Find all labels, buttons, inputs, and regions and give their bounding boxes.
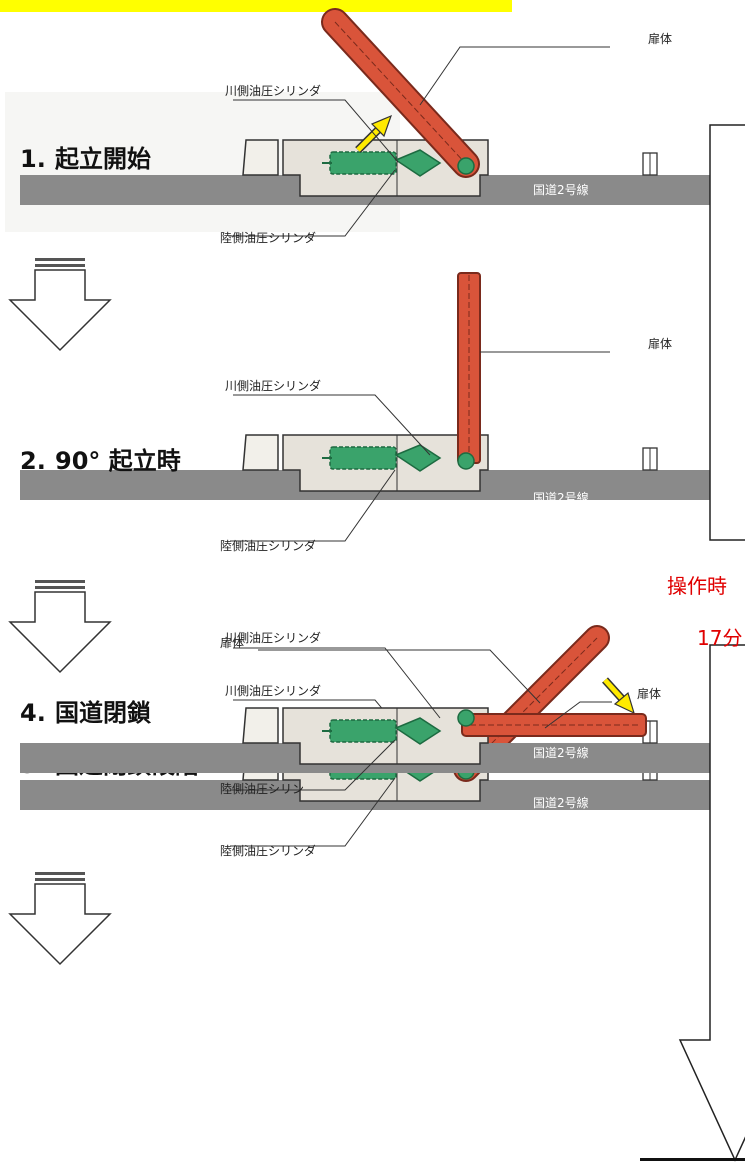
down-arrow-icon [8,258,112,352]
river-cylinder-label: 川側油圧シリンダ [225,378,321,393]
road-label: 国道2号線 [533,182,589,197]
river-cylinder-label: 川側油圧シリンダ [225,630,321,645]
land-cylinder-label: 陸側油圧シリンダ [220,538,316,553]
river-cylinder-label: 川側油圧シリンダ [225,683,321,698]
road-label: 国道2号線 [533,745,589,760]
down-arrow-icon [8,872,112,966]
step-1-number: 1. [20,145,46,173]
river-cylinder-label: 川側油圧シリンダ [225,83,321,98]
road-label: 国道2号線 [533,490,589,505]
bottom-line [640,1158,745,1161]
step-2-diagram: 扉体 川側油圧シリンダ 陸側油圧シリンダ 国道2号線 2. 90° 起立時 [19,272,745,553]
time-arrow [678,124,745,1162]
yellow-up-arrow-icon [355,114,393,153]
land-cylinder-label: 陸側油圧シリンダ [220,230,316,245]
operation-time-label: 操作時 [667,574,727,598]
door-label: 扉体 [637,687,661,701]
step-4-number: 4. [20,699,46,727]
step-4-diagram: 扉体 川側油圧シリンダ 陸側油圧シリン 国道2号線 4. 国道閉鎖 [19,630,745,796]
highlight-bar [0,0,512,12]
operation-duration-label: 17分 [697,626,742,650]
land-cylinder-label: 陸側油圧シリン [220,782,304,796]
door-label: 扉体 [220,636,244,650]
step-2-number: 2. [20,447,46,475]
step-2-title: 90° 起立時 [55,447,181,475]
step-1-title: 起立開始 [54,145,151,173]
step-4-title: 国道閉鎖 [55,699,152,727]
step-1-diagram: 扉体 川側油圧シリンダ 陸側油圧シリンダ 国道2号線 1. 起立開始 [5,8,745,245]
land-cylinder-label: 陸側油圧シリンダ [220,843,316,858]
yellow-down-arrow-icon [602,677,635,715]
road-label: 国道2号線 [533,795,589,810]
door-label: 扉体 [648,337,672,351]
door-label: 扉体 [648,32,672,46]
down-arrow-icon [8,580,112,674]
